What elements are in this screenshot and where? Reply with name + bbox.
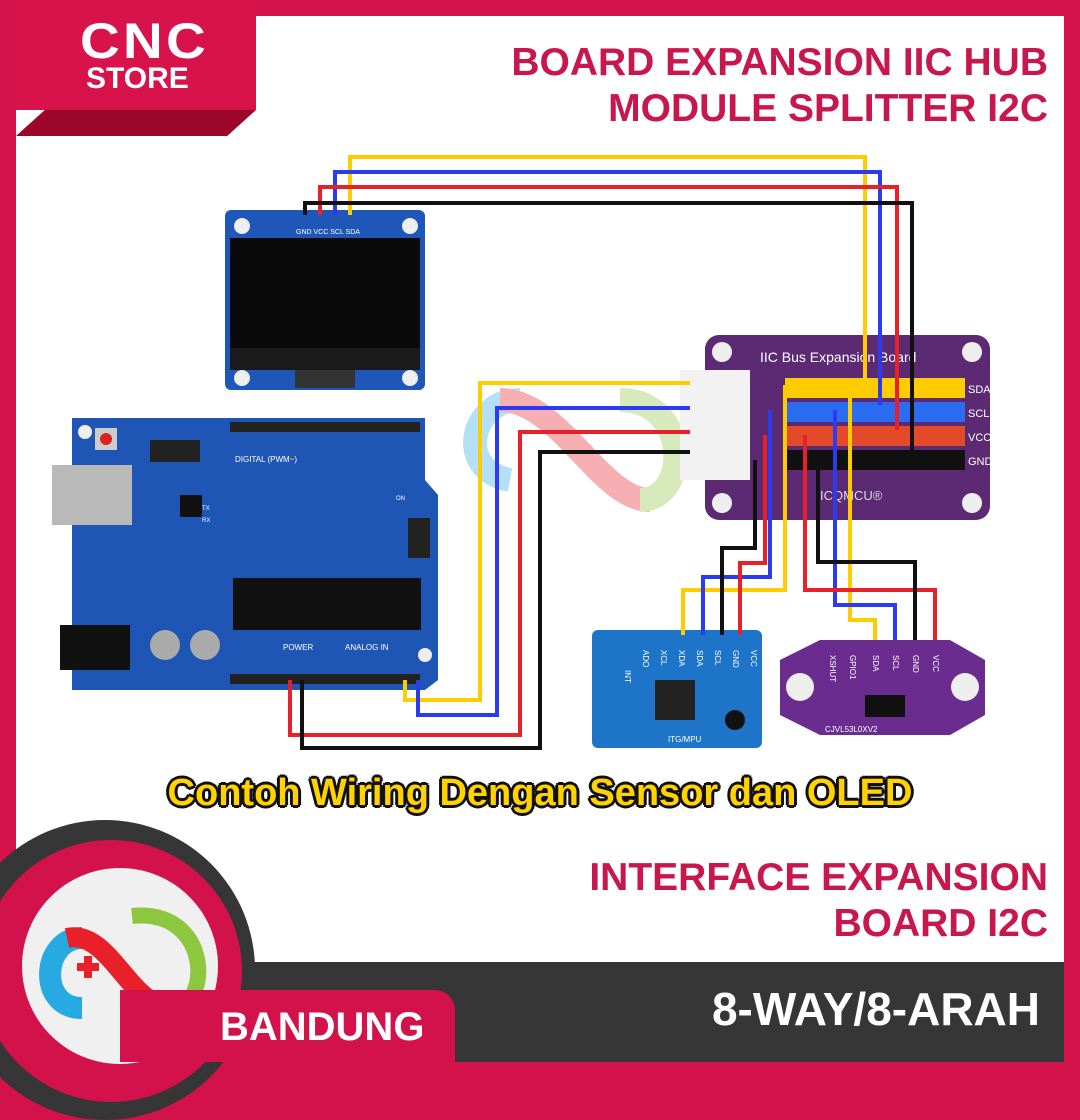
arduino-tx-label: TX xyxy=(202,506,210,512)
product-title-top: BOARD EXPANSION IIC HUB MODULE SPLITTER … xyxy=(511,40,1048,132)
wire-mpu-scl xyxy=(701,410,772,635)
wiring-caption: Contoh Wiring Dengan Sensor dan OLED xyxy=(167,772,913,814)
tof-pin-sda: SDA xyxy=(871,655,880,672)
title-line-1: BOARD EXPANSION IIC HUB xyxy=(511,41,1048,84)
hub-pin-sda: SDA xyxy=(968,384,991,396)
wire-tof-vcc xyxy=(803,435,937,640)
mpu-pin-xcl: XCL xyxy=(659,650,668,666)
brand-logo-store: STORE xyxy=(86,62,189,95)
arduino-power-label: POWER xyxy=(283,643,313,652)
oled-display: GND VCC SCL SDA xyxy=(225,210,425,390)
mpu-pin-vcc: VCC xyxy=(749,650,758,667)
tof-pin-gnd: GND xyxy=(911,655,920,673)
product-title-bottom: INTERFACE EXPANSION BOARD I2C xyxy=(589,855,1048,947)
mpu-pin-gnd: GND xyxy=(731,650,740,668)
mpu-pin-xda: XDA xyxy=(677,650,686,667)
arduino-on-label: ON xyxy=(396,496,405,502)
tof-pin-vcc: VCC xyxy=(931,655,940,672)
hub-pin-gnd: GND xyxy=(968,456,993,468)
arduino-uno: DIGITAL (PWM~) POWER ANALOG IN ON TX RX xyxy=(52,418,438,690)
wire-arduino-vcc xyxy=(288,430,690,737)
hub-title: IIC Bus Expansion Board xyxy=(760,349,916,365)
arduino-rx-label: RX xyxy=(202,518,210,524)
title-bottom-line-1: INTERFACE EXPANSION xyxy=(589,856,1048,899)
variant-label: 8-WAY/8-ARAH xyxy=(711,983,1040,1035)
arduino-digital-label: DIGITAL (PWM~) xyxy=(235,455,297,464)
brand-logo-cnc: CNC xyxy=(80,13,210,69)
city-label: BANDUNG xyxy=(220,1005,425,1049)
mpu-sensor: INT ADO XCL XDA SDA SCL GND VCC ITG/MPU xyxy=(592,630,762,748)
arduino-analog-label: ANALOG IN xyxy=(345,643,389,652)
wire-mpu-vcc xyxy=(738,435,767,635)
mpu-pin-int: INT xyxy=(623,670,632,683)
hub-pin-scl: SCL xyxy=(968,408,989,420)
wires xyxy=(288,155,937,750)
city-tab xyxy=(120,990,455,1062)
oled-pin-labels: GND VCC SCL SDA xyxy=(296,229,360,236)
wire-oled-scl xyxy=(333,170,882,405)
mpu-pin-sda: SDA xyxy=(695,650,704,667)
wire-tof-scl xyxy=(833,410,897,640)
wire-tof-sda xyxy=(848,385,877,640)
wire-oled-gnd xyxy=(303,201,914,455)
mpu-pin-ado: ADO xyxy=(641,650,650,667)
tof-sensor: XSHUT GPIO1 SDA SCL GND VCC CJVL53L0XV2 xyxy=(780,640,985,735)
wire-arduino-gnd xyxy=(300,450,690,750)
hub-pin-vcc: VCC xyxy=(968,432,991,444)
tof-label: CJVL53L0XV2 xyxy=(825,725,878,734)
wire-arduino-scl xyxy=(416,406,690,717)
wire-mpu-gnd xyxy=(720,460,757,635)
wire-tof-gnd xyxy=(816,460,917,640)
brand-logo xyxy=(16,0,256,110)
mpu-pin-scl: SCL xyxy=(713,650,722,666)
title-bottom-line-2: BOARD I2C xyxy=(833,902,1048,945)
tof-pin-gpio1: GPIO1 xyxy=(848,655,857,680)
mpu-label: ITG/MPU xyxy=(668,735,702,744)
wire-mpu-sda xyxy=(681,385,787,635)
brand-logo-shadow xyxy=(16,110,256,136)
tof-pin-xshut: XSHUT xyxy=(828,655,837,682)
tof-pin-scl: SCL xyxy=(891,655,900,671)
title-line-2: MODULE SPLITTER I2C xyxy=(608,87,1048,130)
wire-arduino-sda xyxy=(403,381,690,702)
wiring-diagram: GND VCC SCL SDA DIGITAL (PWM~) POWER ANA… xyxy=(52,155,993,750)
